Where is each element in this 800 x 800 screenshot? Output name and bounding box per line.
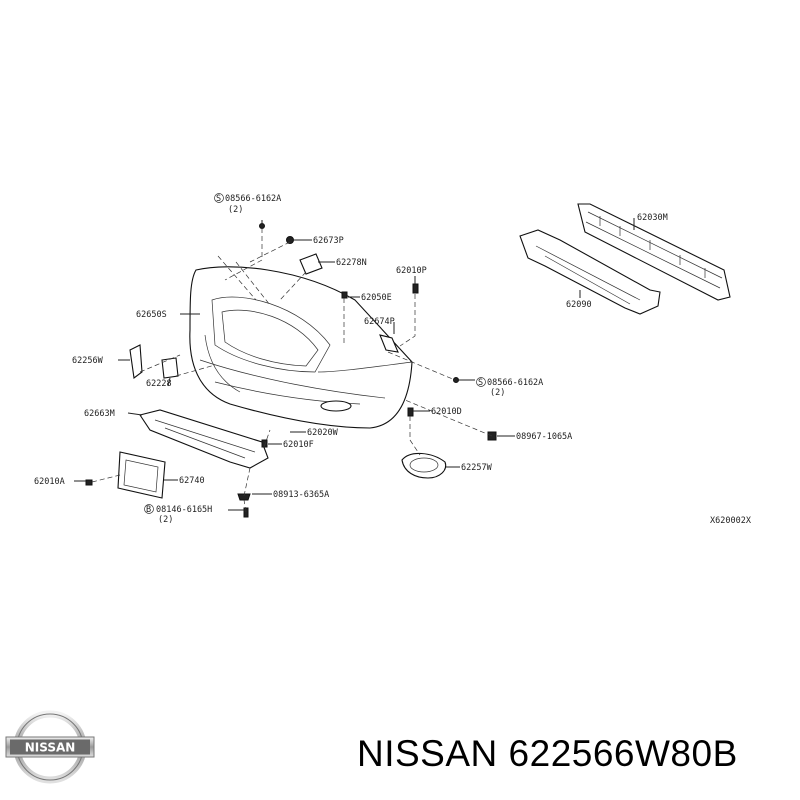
part-number: 622566W80B <box>508 733 738 774</box>
lower-undercover <box>139 409 269 469</box>
svg-text:S: S <box>216 194 221 204</box>
bumper-reinforcement-bar <box>577 203 731 301</box>
svg-text:S: S <box>478 378 483 388</box>
callout-08967-1065A: 08967-1065A <box>516 432 572 442</box>
callout-62020W: 62020W <box>307 428 339 438</box>
bracket-62228 <box>161 357 179 379</box>
brand-part-number: NISSAN 622566W80B <box>357 733 738 775</box>
callout-62663M: 62663M <box>84 409 115 419</box>
callout-62010P: 62010P <box>396 266 427 276</box>
callout-62010F: 62010F <box>283 440 314 450</box>
circled-prefix-b1: B <box>144 504 154 515</box>
callout-62674P: 62674P <box>364 317 395 327</box>
fog-lamp-bezel-right <box>401 452 447 479</box>
callout-qty-right: (2) <box>490 388 505 398</box>
callout-62010A: 62010A <box>34 477 65 487</box>
callout-labels: 08566-6162A (2) 62673P 62278N 62010P 620… <box>34 194 752 526</box>
diagram-reference-code: X620002X <box>710 516 752 526</box>
front-bumper-fascia <box>189 266 413 429</box>
callout-62010D: 62010D <box>431 407 462 417</box>
nissan-logo: NISSAN <box>5 710 95 784</box>
callout-62278N: 62278N <box>336 258 367 268</box>
callout-62256W: 62256W <box>72 356 104 366</box>
bracket-62278N <box>299 253 323 275</box>
callout-08146-6165H: 08146-6165H <box>156 505 212 515</box>
bracket-62674P <box>379 334 399 353</box>
callout-62030M: 62030M <box>637 213 668 223</box>
leader-lines <box>74 218 635 511</box>
callout-62650S: 62650S <box>136 310 167 320</box>
circled-prefix-s1: S <box>214 193 224 204</box>
callout-08566-6162A-top: 08566-6162A <box>225 194 281 204</box>
energy-absorber <box>519 229 661 315</box>
callout-62257W: 62257W <box>461 463 493 473</box>
callout-62228: 62228 <box>146 379 172 389</box>
callout-62740: 62740 <box>179 476 205 486</box>
svg-text:B: B <box>146 505 151 515</box>
callout-08913-6365A: 08913-6365A <box>273 490 329 500</box>
side-bracket-left-62256W <box>129 344 143 379</box>
assembly-lines <box>91 228 493 513</box>
callout-62673P: 62673P <box>313 236 344 246</box>
brand-name: NISSAN <box>357 733 498 774</box>
license-plate-bracket <box>117 451 166 499</box>
callout-08566-6162A-right: 08566-6162A <box>487 378 543 388</box>
callout-62050E: 62050E <box>361 293 392 303</box>
callout-qty-top: (2) <box>228 205 243 215</box>
callout-62090: 62090 <box>566 300 592 310</box>
circled-prefix-s2: S <box>476 377 486 388</box>
callout-qty-bottom: (2) <box>158 515 173 525</box>
svg-text:NISSAN: NISSAN <box>25 741 76 755</box>
